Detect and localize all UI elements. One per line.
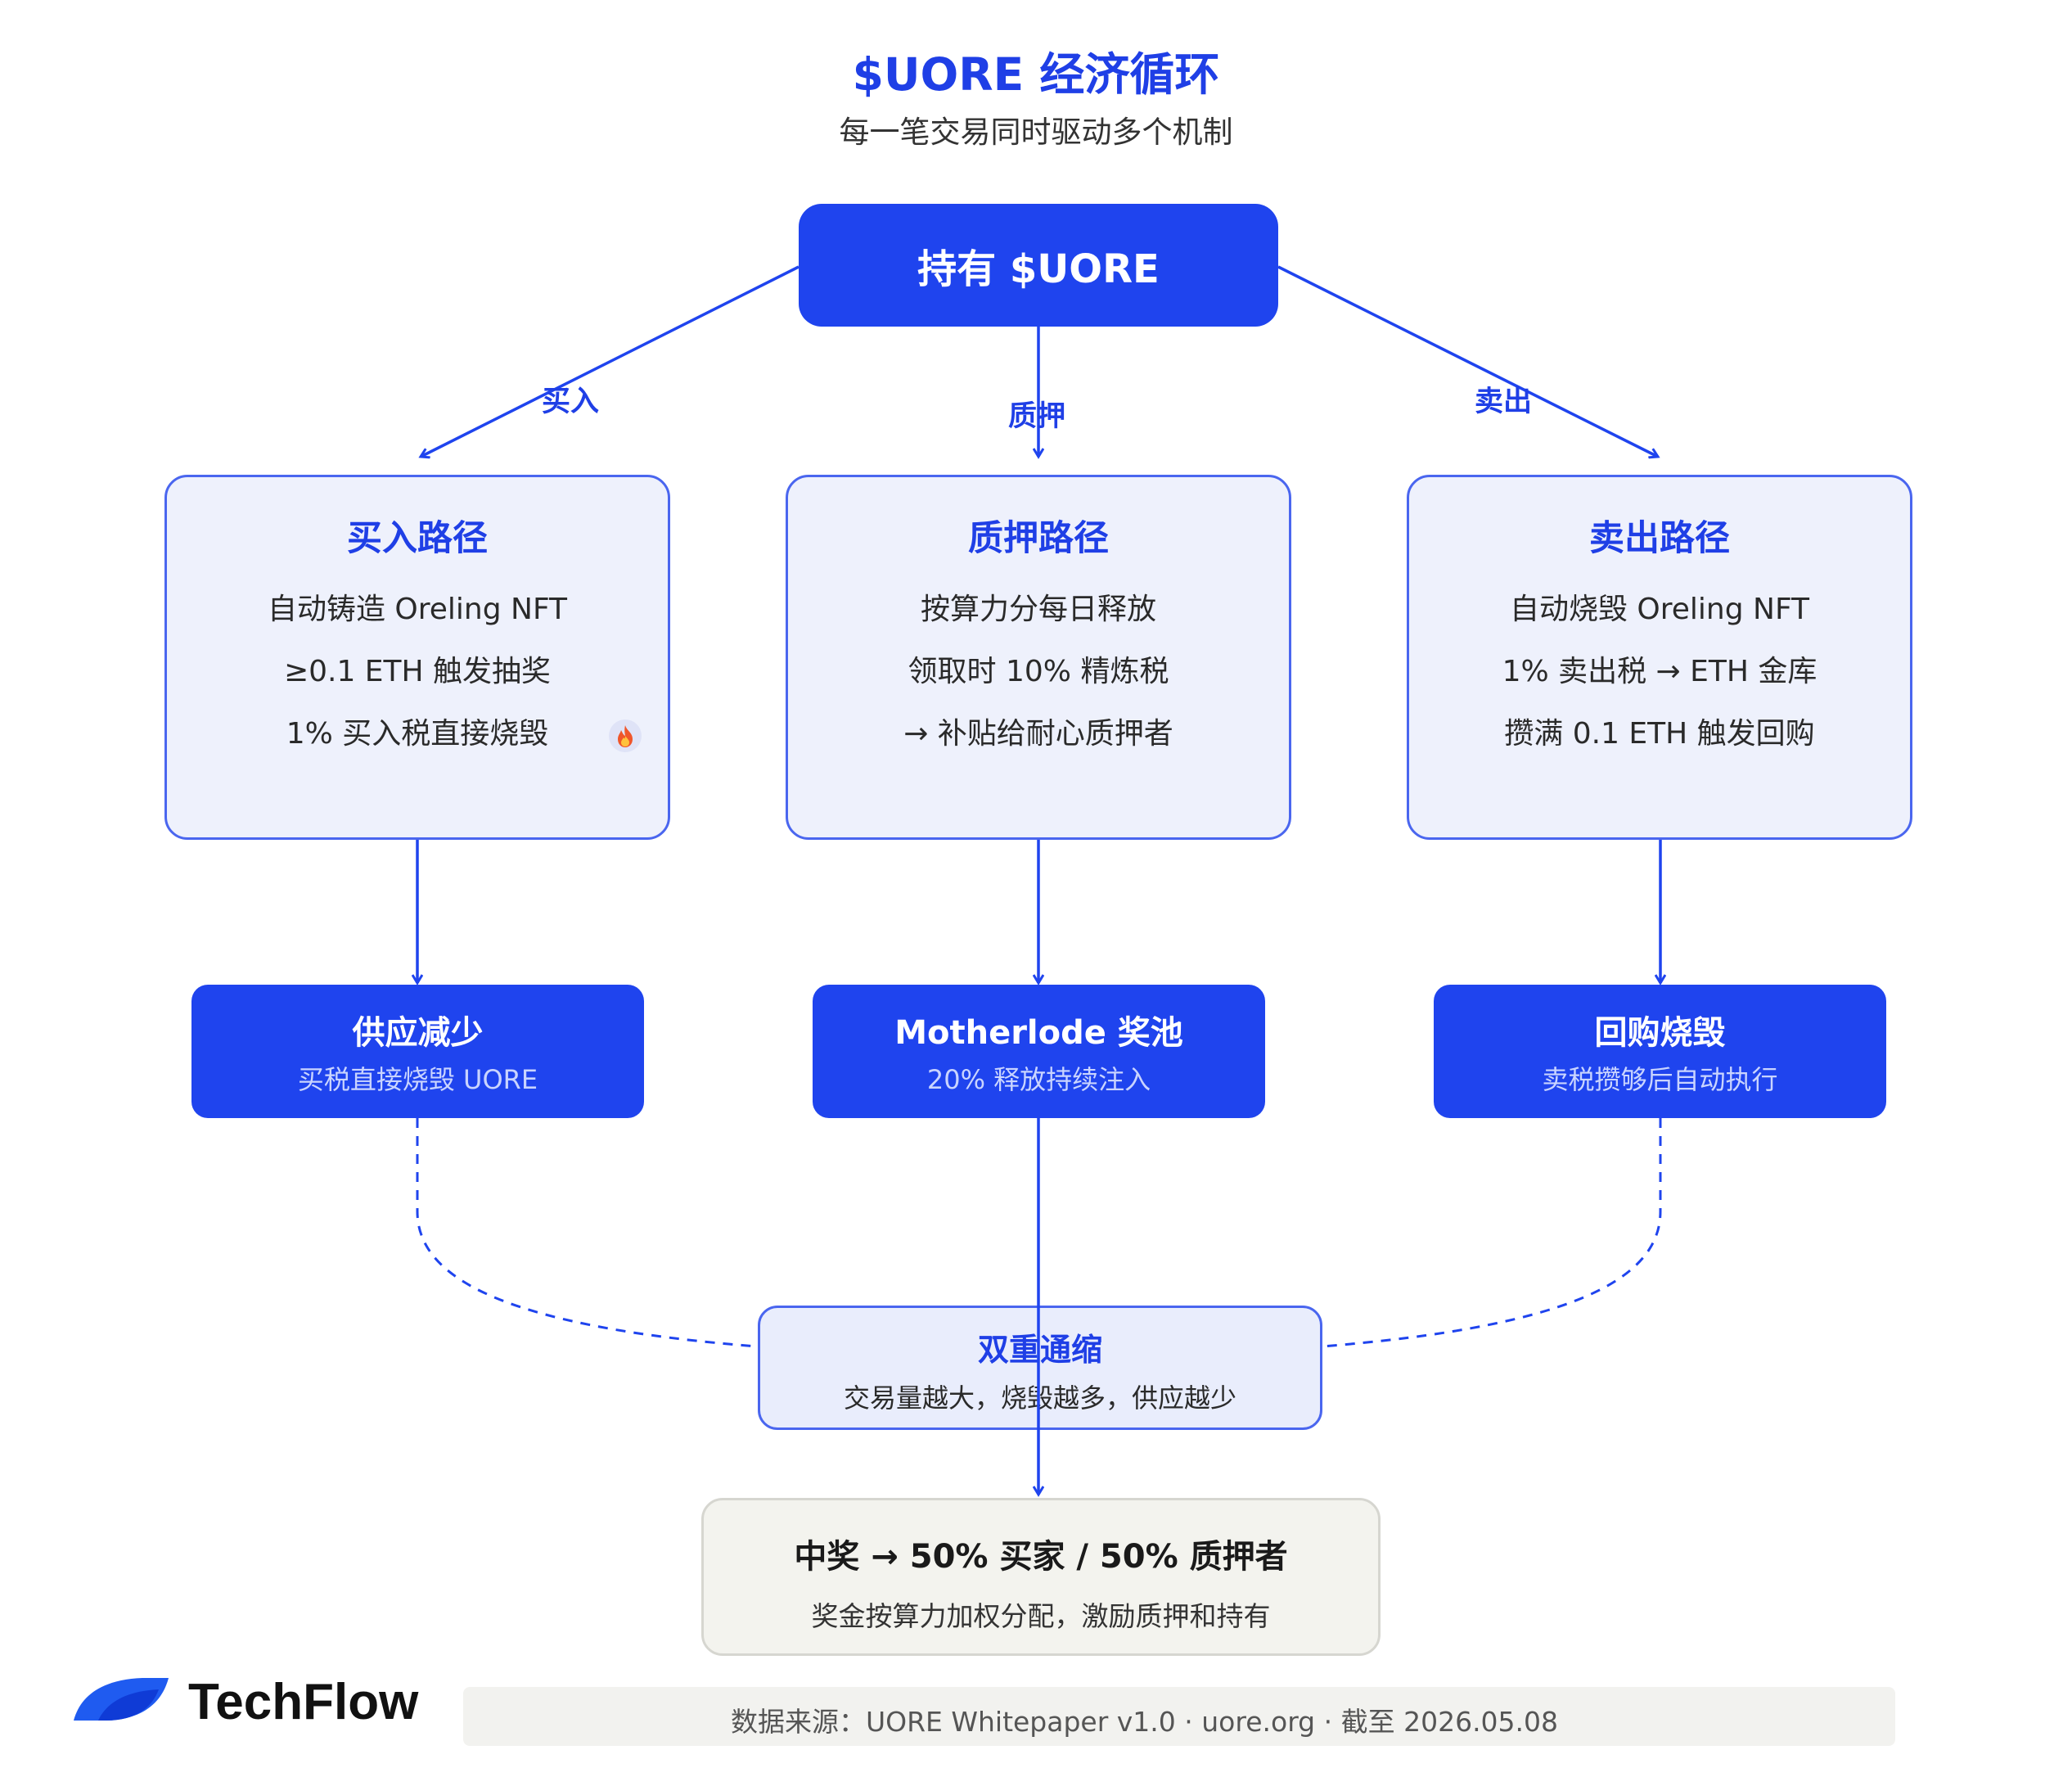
supply-reduction-sub: 买税直接烧毁 UORE	[297, 1064, 538, 1095]
techflow-logo-icon	[74, 1675, 169, 1727]
prize-distribution-title: 中奖 → 50% 买家 / 50% 质押者	[794, 1538, 1288, 1576]
prize-distribution-node: 中奖 → 50% 买家 / 50% 质押者 奖金按算力加权分配，激励质押和持有	[701, 1498, 1381, 1656]
buy-path-card: 买入路径 自动铸造 Oreling NFT ≥0.1 ETH 触发抽奖 1% 买…	[164, 475, 670, 840]
buyback-burn-sub: 卖税攒够后自动执行	[1542, 1064, 1778, 1095]
buyback-burn-title: 回购烧毁	[1594, 1014, 1726, 1052]
sell-path-line-3: 攒满 0.1 ETH 触发回购	[1504, 717, 1815, 751]
sell-path-title: 卖出路径	[1589, 518, 1730, 559]
root-label: 持有 $UORE	[917, 246, 1160, 292]
root-node: 持有 $UORE	[799, 204, 1278, 327]
motherlode-pool-sub: 20% 释放持续注入	[926, 1064, 1151, 1095]
stake-path-title: 质押路径	[968, 518, 1109, 559]
page-title: $UORE 经济循环	[852, 48, 1220, 101]
edge-buy	[421, 265, 800, 457]
motherlode-pool-node: Motherlode 奖池 20% 释放持续注入	[813, 985, 1265, 1118]
buy-path-line-3: 1% 买入税直接烧毁	[286, 717, 549, 751]
edge-sell	[1277, 265, 1658, 457]
buy-path-line-1: 自动铸造 Oreling NFT	[267, 593, 568, 626]
motherlode-pool-title: Motherlode 奖池	[894, 1014, 1183, 1052]
page-subtitle: 每一笔交易同时驱动多个机制	[839, 115, 1233, 150]
double-deflation-node: 双重通缩 交易量越大，烧毁越多，供应越少	[758, 1306, 1322, 1430]
dashed-curve-right	[1038, 1118, 1662, 1352]
stake-path-line-2: 领取时 10% 精炼税	[908, 655, 1169, 688]
edge-label-stake: 质押	[1008, 400, 1066, 433]
sell-path-line-1: 自动烧毁 Oreling NFT	[1509, 593, 1810, 626]
prize-distribution-sub: 奖金按算力加权分配，激励质押和持有	[811, 1600, 1271, 1632]
stake-path-line-1: 按算力分每日释放	[920, 593, 1156, 626]
sell-path-card: 卖出路径 自动烧毁 Oreling NFT 1% 卖出税 → ETH 金库 攒满…	[1407, 475, 1912, 840]
fire-icon	[609, 719, 642, 752]
supply-reduction-node: 供应减少 买税直接烧毁 UORE	[191, 985, 644, 1118]
supply-reduction-title: 供应减少	[352, 1014, 484, 1052]
double-deflation-sub: 交易量越大，烧毁越多，供应越少	[843, 1382, 1236, 1414]
stake-path-card: 质押路径 按算力分每日释放 领取时 10% 精炼税 → 补贴给耐心质押者	[786, 475, 1291, 840]
source-bar: 数据来源：UORE Whitepaper v1.0 · uore.org · 截…	[463, 1687, 1895, 1746]
brand-name: TechFlow	[188, 1674, 419, 1730]
dashed-curve-left	[416, 1118, 1038, 1352]
source-text: 数据来源：UORE Whitepaper v1.0 · uore.org · 截…	[730, 1706, 1559, 1738]
buyback-burn-node: 回购烧毁 卖税攒够后自动执行	[1434, 985, 1886, 1118]
edge-label-sell: 卖出	[1475, 386, 1533, 418]
stake-path-line-3: → 补贴给耐心质押者	[903, 717, 1173, 751]
buy-path-line-2: ≥0.1 ETH 触发抽奖	[283, 655, 552, 688]
edge-label-buy: 买入	[542, 386, 600, 418]
buy-path-title: 买入路径	[347, 518, 488, 559]
sell-path-line-2: 1% 卖出税 → ETH 金库	[1502, 655, 1818, 688]
double-deflation-title: 双重通缩	[977, 1332, 1102, 1368]
